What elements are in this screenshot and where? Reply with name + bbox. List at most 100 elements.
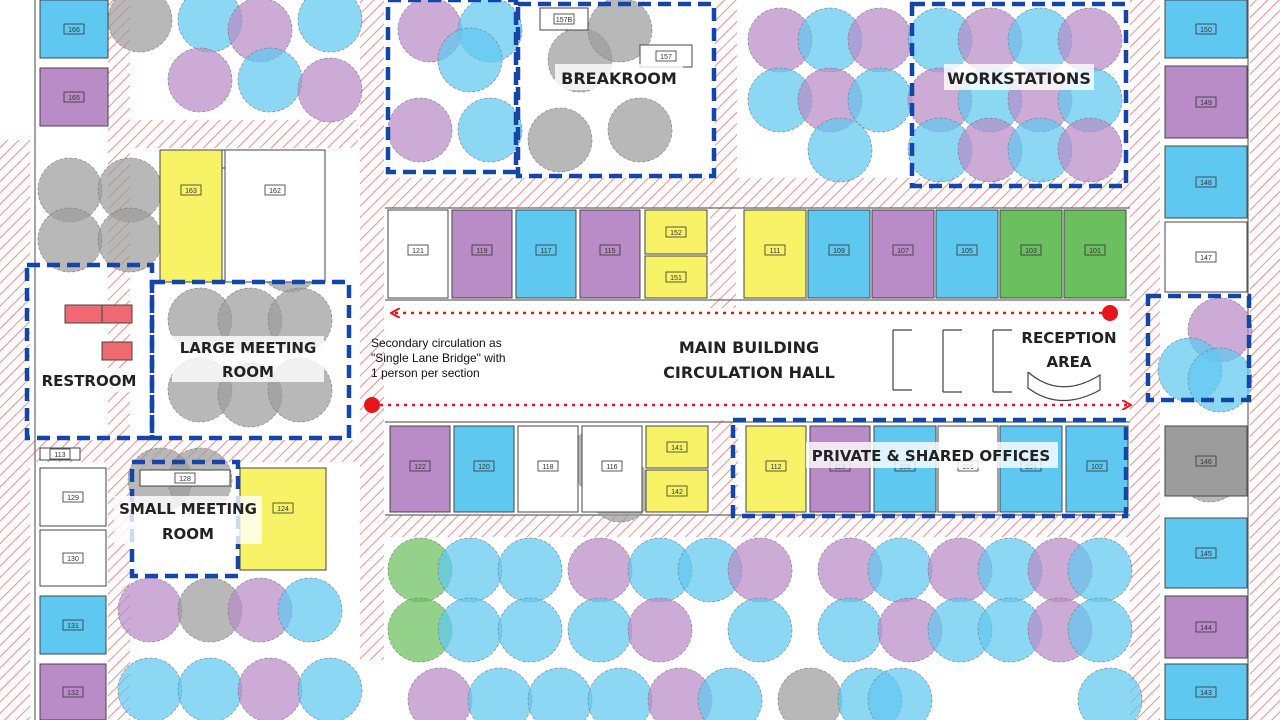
upper-flow-start: [1102, 305, 1118, 321]
room-131: [39, 595, 107, 655]
room-number-132: 132: [67, 690, 79, 697]
room-112: [745, 425, 807, 513]
room-tag-129: [62, 491, 84, 503]
occupancy-circle: [1067, 537, 1133, 603]
room-number-109: 109: [833, 248, 845, 255]
occupancy-circle: [527, 667, 593, 720]
occupancy-circle: [777, 667, 843, 720]
occupancy-circle: [467, 667, 533, 720]
circulation-note: Secondary circulation as "Single Lane Br…: [371, 336, 506, 380]
room-tag-157B: [553, 13, 575, 25]
breakroom-outline: [515, 1, 717, 179]
room-tag-148: [1195, 176, 1217, 188]
occupancy-circle: [527, 107, 593, 173]
room-number-117: 117: [540, 248, 551, 255]
room-109: [807, 209, 871, 299]
room-tag-101: [1084, 244, 1106, 256]
room-number-129: 129: [67, 495, 79, 502]
large-meeting-label-2: ROOM: [222, 363, 274, 381]
occupancy-circle: [1057, 117, 1123, 183]
occupancy-circle: [97, 207, 163, 273]
occupancy-circle: [1057, 7, 1123, 73]
restroom-label: RESTROOM: [42, 372, 137, 390]
occupancy-circle: [37, 207, 103, 273]
occupancy-circle: [237, 47, 303, 113]
room-143: [1164, 663, 1248, 720]
room-tag-166: [63, 23, 85, 35]
main-hall-label-2: CIRCULATION HALL: [663, 363, 835, 382]
room-tag-117: [535, 244, 557, 256]
room-tag-152: [665, 226, 687, 238]
room-number-124: 124: [277, 506, 289, 513]
room-115: [579, 209, 641, 299]
room-tag-128: [174, 472, 196, 484]
occupancy-circle: [567, 597, 633, 663]
room-142: [645, 469, 709, 513]
room-number-116: 116: [606, 464, 617, 471]
room-110: [809, 425, 871, 513]
room-151: [644, 255, 708, 299]
room-tag-145: [1195, 547, 1217, 559]
room-number-119: 119: [476, 248, 487, 255]
room-tag-109: [828, 244, 850, 256]
room-tag-144: [1195, 621, 1217, 633]
occupancy-circle: [1067, 597, 1133, 663]
occupancy-circle: [387, 97, 453, 163]
reception-label-1: RECEPTION: [1021, 329, 1116, 347]
room-104: [999, 425, 1063, 513]
room-tag-115: [599, 244, 621, 256]
room-tag-146: [1195, 455, 1217, 467]
restroom-stall: [64, 304, 104, 324]
room-number-143: 143: [1200, 690, 1212, 697]
room-tag-103: [1020, 244, 1042, 256]
occupancy-circle: [727, 537, 793, 603]
room-number-105: 105: [961, 248, 973, 255]
room-tag-162: [264, 184, 286, 196]
room-tag-151: [665, 271, 687, 283]
room-number-102: 102: [1091, 464, 1103, 471]
occupancy-circle: [627, 597, 693, 663]
room-150: [1164, 0, 1248, 59]
circulation-note-line1: Secondary circulation as: [371, 336, 502, 350]
room-111: [743, 209, 807, 299]
reception-outline: [1145, 293, 1252, 403]
room-number-130: 130: [67, 556, 79, 563]
occupancy-circle: [117, 657, 183, 720]
room-107: [871, 209, 935, 299]
occupancy-circle: [437, 27, 503, 93]
occupancy-circle: [297, 0, 363, 53]
room-103: [999, 209, 1063, 299]
occupancy-circle: [697, 667, 763, 720]
room-number-145: 145: [1200, 551, 1212, 558]
room-number-150: 150: [1200, 27, 1212, 34]
room-146: [1164, 425, 1248, 497]
room-tag-143: [1195, 686, 1217, 698]
large-meeting-label-1: LARGE MEETING: [180, 339, 317, 357]
occupancy-circle: [587, 667, 653, 720]
restroom-stall: [101, 341, 133, 361]
room-tag-112: [765, 460, 787, 472]
room-162: [224, 149, 326, 283]
room-number-120: 120: [478, 464, 490, 471]
room-tag-132: [62, 686, 84, 698]
room-number-101: 101: [1089, 248, 1101, 255]
room-tag-113: [49, 448, 71, 460]
room-number-151: 151: [670, 275, 682, 282]
room-tag-124: [272, 502, 294, 514]
room-132: [39, 663, 107, 720]
room-number-121: 121: [412, 248, 424, 255]
room-number-152: 152: [670, 230, 682, 237]
room-166: [39, 0, 109, 59]
restroom-stall: [101, 304, 133, 324]
room-105: [935, 209, 999, 299]
room-number-128: 128: [179, 476, 191, 483]
room-number-166: 166: [68, 27, 80, 34]
room-108: [873, 425, 937, 513]
room-number-115: 115: [604, 248, 615, 255]
room-116: [581, 425, 643, 513]
private-offices-label: PRIVATE & SHARED OFFICES: [812, 447, 1050, 465]
room-number-147: 147: [1200, 255, 1212, 262]
occupancy-circle: [847, 7, 913, 73]
room-118: [517, 425, 579, 513]
